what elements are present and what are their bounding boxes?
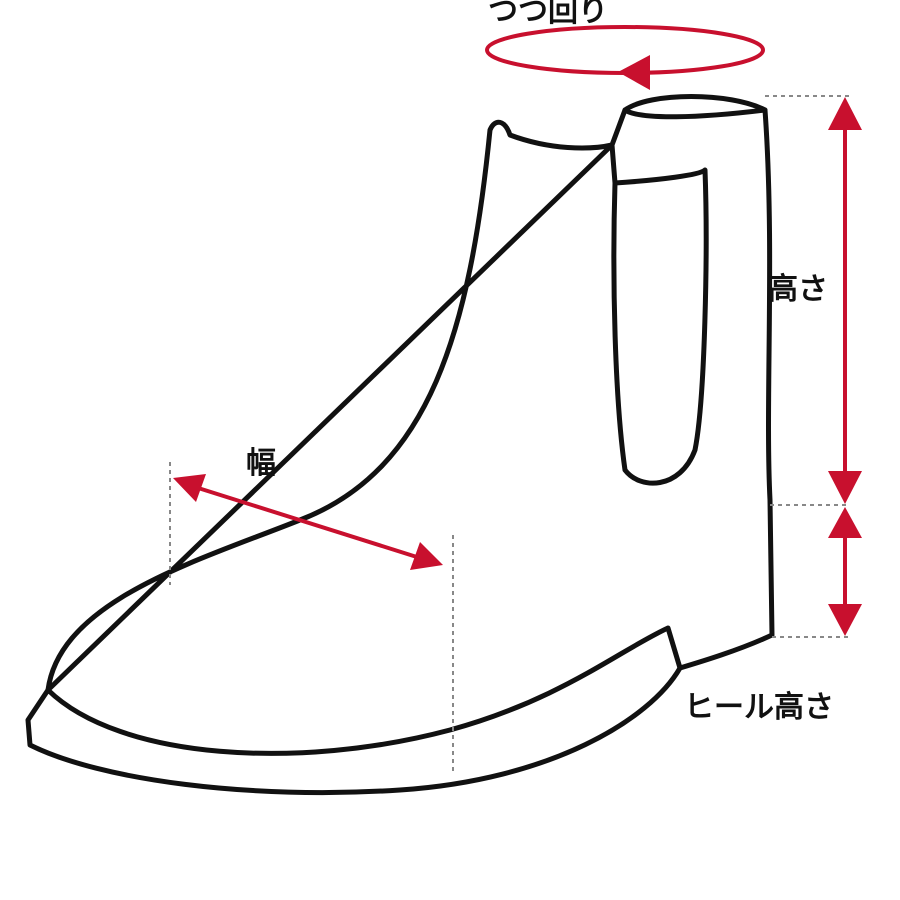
width-arrowhead-left: [173, 474, 206, 502]
circumference-arrowhead: [618, 55, 650, 90]
height-label: 高さ: [768, 272, 828, 307]
width-label: 幅: [246, 446, 276, 481]
heel-arrowhead-down: [828, 604, 862, 636]
height-arrowhead-down: [828, 471, 862, 504]
circumference-loop: [485, 25, 765, 75]
circumference-label: つつ回り: [488, 0, 608, 29]
width-arrow-line: [194, 485, 421, 560]
boot-sole: [25, 665, 683, 796]
heel-arrowhead-up: [828, 507, 862, 538]
height-arrowhead-up: [828, 97, 862, 130]
boot-outline: [45, 94, 775, 756]
heel-height-label: ヒール高さ: [684, 690, 834, 725]
width-arrowhead-right: [410, 542, 443, 570]
collar-inner: [622, 107, 768, 120]
